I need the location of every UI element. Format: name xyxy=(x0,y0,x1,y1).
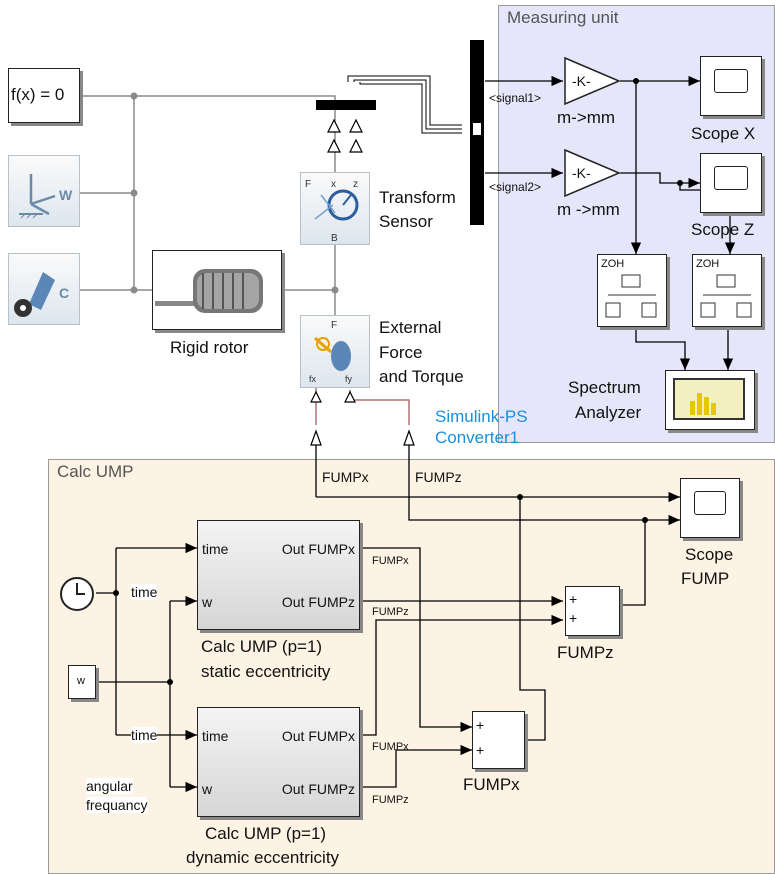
sum-z-sign-2: + xyxy=(569,610,577,626)
sum-z-label: FUMPz xyxy=(557,643,614,663)
spectrum-icon xyxy=(666,371,752,427)
scope-fump-label-1: Scope xyxy=(685,545,733,565)
mechanism-config-block[interactable]: C xyxy=(8,253,80,325)
force-torque-icon: F fx fy xyxy=(301,316,369,387)
gain-z-label: m ->mm xyxy=(557,200,620,220)
zoh-label-1: ZOH xyxy=(601,258,624,270)
static-fumpx-label: FUMPx xyxy=(372,555,409,567)
transform-sensor-block[interactable]: F x z B xyxy=(300,172,370,245)
external-label-3: and Torque xyxy=(379,367,464,387)
fumpx-bus-label: FUMPx xyxy=(322,469,369,485)
scope-z-block[interactable] xyxy=(700,153,762,213)
sum-z-sign-1: + xyxy=(569,591,577,607)
spectrum-label-1: Spectrum xyxy=(568,378,641,398)
scope-x-block[interactable] xyxy=(700,56,762,116)
rigid-rotor-block[interactable] xyxy=(152,250,282,330)
time-signal-label-2: time xyxy=(131,727,157,743)
scope-screen-icon xyxy=(694,491,726,515)
dynamic-in-w: w xyxy=(202,781,212,797)
scope-screen-icon xyxy=(714,166,748,190)
gain-z-value: -K- xyxy=(572,165,591,181)
svg-text:fy: fy xyxy=(345,374,353,384)
gear-icon: C xyxy=(9,254,79,324)
gain-x-label: m->mm xyxy=(557,108,615,128)
transform-label-1: Transform xyxy=(379,188,456,208)
solver-config-label: f(x) = 0 xyxy=(11,85,64,105)
solver-config-block[interactable]: f(x) = 0 xyxy=(8,68,80,123)
converter-label-1: Simulink-PS xyxy=(435,407,528,427)
spectrum-analyzer-block[interactable] xyxy=(665,370,755,430)
sum-x-label: FUMPx xyxy=(463,775,520,795)
static-fumpz-label: FUMPz xyxy=(372,606,409,618)
dynamic-fumpx-label: FUMPx xyxy=(372,741,409,753)
rotor-icon xyxy=(153,251,280,328)
angular-frequency-label-1: angular xyxy=(86,778,133,794)
svg-text:F: F xyxy=(331,320,337,331)
world-frame-block[interactable]: W xyxy=(8,155,80,227)
w-constant-label: w xyxy=(77,675,85,687)
dynamic-in-time: time xyxy=(202,728,228,744)
scope-fump-label-2: FUMP xyxy=(681,569,729,589)
sum-x-sign-1: + xyxy=(476,717,484,733)
zoh-label-2: ZOH xyxy=(696,258,719,270)
static-label-2: static eccentricity xyxy=(201,662,330,682)
sum-fumpx-block[interactable]: + + xyxy=(472,711,525,769)
transform-sensor-icon: F x z B xyxy=(301,173,369,244)
calc-ump-static-subsystem[interactable]: time w Out FUMPx Out FUMPz xyxy=(197,520,360,630)
svg-text:C: C xyxy=(59,285,69,301)
zoh-block-1[interactable]: ZOH xyxy=(597,254,667,327)
sum-x-sign-2: + xyxy=(476,742,484,758)
dynamic-label-1: Calc UMP (p=1) xyxy=(205,824,326,844)
dynamic-out-fumpx: Out FUMPx xyxy=(282,728,355,744)
static-out-fumpx: Out FUMPx xyxy=(282,541,355,557)
dynamic-label-2: dynamic eccentricity xyxy=(186,848,339,868)
static-out-fumpz: Out FUMPz xyxy=(282,594,355,610)
converter-label-2: Converter1 xyxy=(435,428,519,448)
dynamic-out-fumpz: Out FUMPz xyxy=(282,781,355,797)
signal1-label: <signal1> xyxy=(489,91,541,105)
w-constant-block[interactable]: w xyxy=(68,665,96,699)
rigid-rotor-label: Rigid rotor xyxy=(170,338,248,358)
svg-text:fx: fx xyxy=(309,374,317,384)
spectrum-label-2: Analyzer xyxy=(575,403,641,423)
svg-text:x: x xyxy=(331,179,336,190)
time-signal-label: time xyxy=(131,584,157,600)
external-label-1: External xyxy=(379,318,441,338)
scope-z-label: Scope Z xyxy=(691,220,754,240)
static-in-w: w xyxy=(202,594,212,610)
svg-text:F: F xyxy=(305,179,311,190)
scope-screen-icon xyxy=(714,69,748,93)
gain-x-value: -K- xyxy=(572,73,591,89)
svg-text:W: W xyxy=(59,187,73,203)
zoh-block-2[interactable]: ZOH xyxy=(692,254,762,327)
external-force-block[interactable]: F fx fy xyxy=(300,315,370,388)
fumpz-bus-label: FUMPz xyxy=(415,469,462,485)
external-label-2: Force xyxy=(379,343,422,363)
scope-x-label: Scope X xyxy=(691,124,755,144)
angular-frequency-label-2: frequancy xyxy=(86,797,147,813)
transform-label-2: Sensor xyxy=(379,212,433,232)
dynamic-fumpz-label: FUMPz xyxy=(372,794,409,806)
svg-text:z: z xyxy=(353,179,358,190)
signal2-label: <signal2> xyxy=(489,180,541,194)
sum-fumpz-block[interactable]: + + xyxy=(565,586,620,636)
world-frame-icon: W xyxy=(9,156,79,226)
svg-text:B: B xyxy=(331,233,338,244)
clock-icon[interactable] xyxy=(58,575,98,615)
static-label-1: Calc UMP (p=1) xyxy=(201,637,322,657)
calc-ump-dynamic-subsystem[interactable]: time w Out FUMPx Out FUMPz xyxy=(197,707,360,817)
static-in-time: time xyxy=(202,541,228,557)
scope-fump-block[interactable] xyxy=(680,478,740,538)
